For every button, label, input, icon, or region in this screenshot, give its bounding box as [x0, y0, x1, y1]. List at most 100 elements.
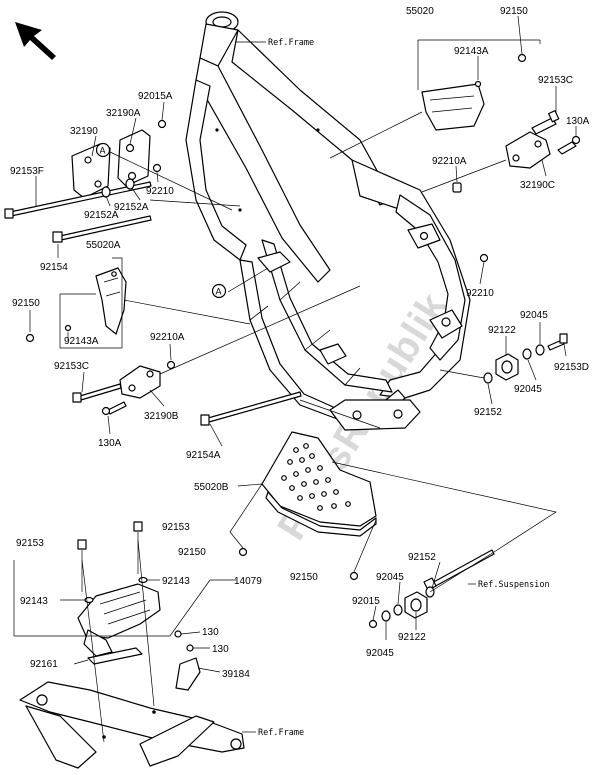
- plate-92161: [87, 647, 143, 665]
- nut-92150-mid1: [238, 547, 248, 557]
- part-label: 55020A: [86, 240, 121, 251]
- nut-92210-left: [152, 163, 162, 173]
- part-label: 92143A: [454, 46, 489, 57]
- part-label: 92152A: [84, 210, 119, 221]
- swingarm-drawing: [19, 681, 245, 769]
- part-label: 92210A: [432, 156, 467, 167]
- part-label: 92210: [466, 288, 494, 299]
- skid-plate-holes: [281, 443, 351, 511]
- part-label: 92045: [376, 572, 404, 583]
- bolt-130-a: [174, 630, 182, 638]
- part-label: 92143: [20, 596, 48, 607]
- collar-92152A-1: [101, 186, 111, 198]
- part-label: 55020B: [194, 482, 229, 493]
- part-label: 55020: [406, 6, 434, 17]
- part-label: 130A: [98, 438, 122, 449]
- nut-92210A-left: [166, 360, 176, 370]
- bolt-130A-right: [557, 135, 581, 155]
- part-label: 92210A: [150, 332, 185, 343]
- part-label: 130: [202, 627, 219, 638]
- nut-92150-mid2: [349, 571, 359, 581]
- orientation-arrow-icon: [15, 22, 56, 60]
- part-label: 39184: [222, 669, 250, 680]
- part-label: 92210: [146, 186, 174, 197]
- nut-92150-left: [25, 333, 35, 343]
- part-label: 130A: [566, 116, 590, 127]
- part-label: 92152: [474, 407, 502, 418]
- washer-92143-a: [84, 596, 94, 604]
- frame-guard-55020A: [95, 267, 127, 335]
- part-label: 92153C: [538, 75, 573, 86]
- svg-text:A: A: [216, 287, 222, 297]
- part-label: 92153: [162, 522, 190, 533]
- bolt-92153-b: [133, 521, 143, 532]
- part-label: 32190C: [520, 180, 555, 191]
- ref-frame-bottom-label: Ref.Frame: [258, 728, 304, 738]
- part-label: 92122: [398, 632, 426, 643]
- part-label: 92045: [520, 310, 548, 321]
- bolt-92154: [52, 215, 152, 243]
- collar-92152-right: [483, 372, 493, 384]
- collar-92122-right: [495, 353, 519, 381]
- part-label: 32190A: [106, 108, 141, 119]
- nut-92015A: [157, 119, 167, 129]
- bolt-92153-a: [77, 539, 87, 550]
- part-label: 92122: [488, 325, 516, 336]
- washer-92045-b: [535, 344, 545, 356]
- part-labels: 55020 92150 92143A 92153C 130A 92210A 32…: [10, 6, 590, 680]
- part-label: 32190: [70, 126, 98, 137]
- part-label: 92143: [162, 576, 190, 587]
- bracket-32190C: [505, 131, 551, 169]
- collar-92152A-2: [125, 178, 135, 190]
- part-label: 92152A: [114, 202, 149, 213]
- bolt-92153C: [531, 110, 560, 135]
- part-label: 92045: [514, 384, 542, 395]
- bracket-32190B: [119, 365, 161, 399]
- marker-a-upper: A: [95, 142, 111, 158]
- marker-a-lower: A: [211, 283, 227, 299]
- leader-lines: [13, 15, 577, 743]
- collar-92122-low: [404, 591, 428, 619]
- frame-guard-55020: [421, 80, 485, 131]
- part-label: 92153C: [54, 361, 89, 372]
- bolt-92154A: [200, 391, 302, 426]
- skid-plate-55020B: [261, 431, 377, 537]
- cover-14079: [77, 583, 161, 657]
- bolt-130A-left: [101, 401, 127, 416]
- part-label: 92161: [30, 659, 58, 670]
- ref-suspension-label: Ref.Suspension: [478, 580, 550, 590]
- part-label: 32190B: [144, 411, 179, 422]
- nut-92015: [368, 619, 378, 629]
- bolt-130-b: [186, 644, 194, 652]
- part-label: 92154: [40, 262, 68, 273]
- part-label: 14079: [234, 576, 262, 587]
- part-label: 92015A: [138, 91, 173, 102]
- nut-92210A-right: [452, 182, 462, 193]
- part-label: 92150: [500, 6, 528, 17]
- svg-text:A: A: [100, 146, 106, 156]
- washer-92045-d: [381, 610, 391, 622]
- ref-frame-top-label: Ref.Frame: [268, 38, 314, 48]
- part-label: 92045: [366, 648, 394, 659]
- main-frame-drawing: [185, 11, 471, 431]
- bracket-32190A: [117, 129, 151, 187]
- part-label: 92150: [178, 547, 206, 558]
- part-label: 92154A: [186, 450, 221, 461]
- part-label: 92143A: [64, 336, 99, 347]
- part-label: 130: [212, 644, 229, 655]
- washer-92045-c: [393, 604, 403, 616]
- clamp-39184: [175, 657, 201, 691]
- nut-92143A-left: [64, 324, 72, 332]
- nut-92210-right: [479, 253, 489, 263]
- washer-92045-a: [522, 348, 532, 360]
- part-label: 92153F: [10, 166, 44, 177]
- washer-92143-b: [138, 576, 148, 584]
- part-label: 92152: [408, 552, 436, 563]
- bolt-92153C-left: [72, 383, 122, 403]
- part-label: 92153D: [554, 362, 589, 373]
- part-label: 92153: [16, 538, 44, 549]
- nut-92150-top: [517, 53, 527, 63]
- part-label: 92150: [12, 298, 40, 309]
- part-label: 92015: [352, 596, 380, 607]
